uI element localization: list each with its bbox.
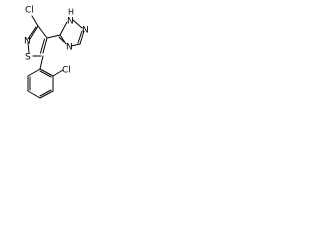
chemical-structure-canvas: Cl N S N H N N Cl: [0, 0, 94, 110]
bond-c3-n2: [29, 25, 39, 40]
bond-phenyl-cl: [52, 69, 64, 77]
atom-label-n-isothiazole: N: [24, 37, 31, 47]
bond-triazole-n4-c-double: [58, 36, 65, 43]
bond-c3-n2-double: [27, 26, 37, 40]
bond-c4-triazole: [46, 34, 61, 39]
bond-phenyl-c3-c4: [27, 90, 41, 99]
bond-phenyl-c6-c1-double: [39, 70, 52, 78]
bond-triazole-n1-n2: [72, 19, 83, 29]
bond-n2-s1: [27, 42, 30, 54]
bond-triazole-c-n1: [59, 21, 68, 36]
bond-c5-phenyl: [39, 55, 44, 70]
bond-phenyl-c4-c5-double: [39, 89, 52, 97]
atom-label-n-triazole-bottom: N: [66, 43, 73, 53]
atom-label-cl-top: Cl: [25, 6, 34, 16]
bond-triazole-n2-c-double: [77, 30, 83, 44]
bond-c3-c4: [37, 25, 48, 39]
atom-label-s-isothiazole: S: [25, 53, 31, 63]
bond-c4-c5-double: [40, 38, 45, 54]
bond-phenyl-c4-c5: [39, 90, 54, 99]
atom-label-h-triazole: H: [68, 8, 74, 17]
bond-phenyl-c1-c2: [27, 68, 41, 77]
bond-triazole-c-n4: [70, 43, 81, 47]
bond-cl-c3: [31, 15, 39, 27]
atom-label-nh-triazole: N: [67, 17, 74, 27]
atom-label-n-triazole-right: N: [82, 26, 89, 36]
bond-phenyl-c6-c1: [39, 68, 54, 77]
bond-triazole-n2-c: [79, 30, 85, 45]
bond-c4-c5: [42, 37, 48, 54]
atom-label-cl-phenyl: Cl: [62, 66, 71, 76]
bond-triazole-n4-c: [59, 34, 67, 45]
molecule-drawing: Cl N S N H N N Cl: [24, 6, 89, 99]
